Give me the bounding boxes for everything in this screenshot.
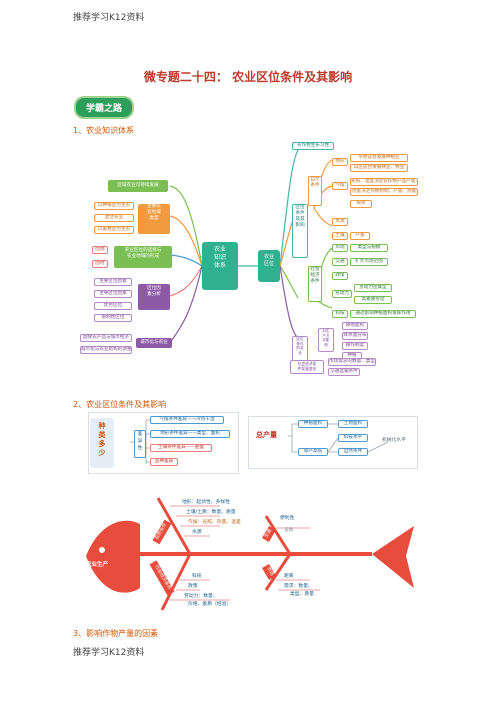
socio-item-1: 科技: [192, 574, 202, 579]
node-choice-1: 因地: [92, 246, 108, 254]
section-3-heading: 3、影响作物产量的因素: [73, 629, 159, 638]
node-factor-1: 主要区位因素: [94, 278, 132, 286]
market-item-2: 需求：数量、: [284, 584, 313, 589]
change-leaf-5: 市场需求的数量、类型: [328, 358, 376, 366]
page-header: 推荐学习K12资料: [73, 13, 145, 23]
diff-row-1: 气候条件差异——冷热干湿: [150, 416, 224, 424]
node-type-1: 以种植业为主的: [94, 202, 134, 210]
soc-v-4a: 劳动力密集型: [354, 284, 392, 292]
nat-item-3: 气候：光照、热量、温差: [188, 520, 241, 525]
nat-k-5: 土壤: [332, 232, 348, 240]
mindmap: 区域农业可持续发展 以种植业为主的 混合农业 以畜牧业为主的 主要农 业地域 类…: [80, 138, 418, 362]
page-footer: 推荐学习K12资料: [73, 648, 145, 658]
node-farm-types: 主要农 业地域 类型: [138, 204, 170, 234]
soc-v-2: 扩大市场范围: [350, 258, 388, 266]
diff-row-4: 品种差异: [150, 458, 178, 466]
change-leaf-2: 降水量分布: [342, 332, 368, 340]
yield-right-3: 自然条件: [338, 448, 368, 456]
node-social: 社会 经济 条件: [308, 266, 322, 302]
diagram-yield: 种 类 多 少 差 异 性 气候条件差异——冷热干湿 地形条件差异——类型、面积…: [88, 412, 418, 474]
market-item-1: 距离: [284, 574, 294, 579]
yield-mid-1: 种植面积: [298, 420, 328, 428]
yield-mid-2: 单产高低: [298, 448, 328, 456]
socio-item-4: 价格、素质（经验）: [188, 602, 232, 607]
nat-v-2b: 热量决定作物熟制、产量、热能: [350, 188, 418, 196]
nat-v-2a: 光照、温度决定农作物产品产量、品质: [350, 178, 418, 186]
nat-item-4: 水源: [192, 530, 202, 535]
node-sustainable: 区域农业可持续发展: [108, 180, 168, 192]
soc-k-2: 交通: [332, 258, 348, 266]
node-crop-habit: 农作物生长习性: [292, 142, 334, 150]
fishbone-shape: [86, 497, 414, 611]
nat-v-1a: 平原适合发展种植业: [350, 154, 408, 162]
node-change: 区位 条件 的变 化: [292, 336, 308, 362]
nat-item-2: 土壤/土质：数量、质量: [186, 510, 236, 515]
section-1-heading: 1、农业知识体系: [73, 126, 135, 135]
nat-k-4: 水源: [332, 218, 348, 226]
diagram-yield-lines: [88, 412, 418, 474]
node-factor-3: 优势区位: [94, 302, 132, 310]
node-natural: 自然 条件: [308, 176, 322, 206]
yield-right-1: 土地面积: [338, 420, 368, 428]
nat-v-5: 产量: [350, 232, 370, 240]
nat-k-2: 气候: [332, 182, 348, 190]
nat-v-3: 限水: [350, 200, 372, 208]
node-choice: 农业区位的选择与 农业地域的形成: [114, 246, 172, 268]
section-2-heading: 2、农业区位条件及其影响: [73, 400, 167, 409]
species-label: 种 类 多 少: [90, 418, 114, 468]
market-item-3: 类型、质量: [290, 592, 314, 597]
node-type-3: 以畜牧业为主的: [94, 226, 134, 234]
node-urban-1: 副食农产品与城市经济: [80, 334, 132, 342]
fish-head-label: 农业生产: [86, 562, 109, 568]
page-title: 微专题二十四： 农业区位条件及其影响: [143, 70, 353, 84]
yield-right-2: 科技水平: [338, 434, 368, 442]
node-type-2: 混合农业: [94, 214, 134, 222]
section-badge: 学霸之路: [74, 96, 135, 119]
nat-v-1b: 山区适合发展林业、牧业: [350, 164, 408, 172]
node-factor-4: 限制性区位: [94, 314, 132, 322]
change-leaf-1: 耕地面积: [342, 322, 368, 330]
change-k-1: 对生 产方 式影 响: [318, 328, 334, 352]
node-hub: 农业 区位: [258, 250, 280, 282]
machine-label: 机械化水平: [382, 438, 406, 443]
node-factors: 区位因 素分析: [138, 284, 170, 310]
diff-row-3: 土壤条件差异——肥瘦: [150, 444, 212, 452]
soc-k-1: 市场: [332, 244, 348, 252]
soc-v-4b: 高素质劳动: [354, 296, 392, 304]
node-urban: 城市化与农业: [136, 338, 172, 348]
soc-v-1: 类型与规模: [350, 244, 388, 252]
diff-label: 差 异 性: [134, 430, 146, 458]
soc-k-5: 科技: [332, 310, 348, 318]
socio-item-3: 劳动力：数量、: [184, 594, 218, 599]
nat-k-1: 地形: [332, 158, 348, 166]
node-conditions: 区位 条件 及其 影响: [292, 204, 308, 258]
change-k-2: 社会经济条 件发展变化: [290, 360, 324, 374]
node-urban-2: 城市化与农业结构的调整: [80, 346, 132, 354]
soc-k-3: 政策: [332, 272, 348, 280]
nat-item-1: 地形：起伏性、多样性: [182, 500, 230, 505]
total-yield: 总产量: [256, 431, 277, 439]
soc-k-4: 劳动力: [332, 290, 352, 298]
traffic-item-2: 道路: [284, 528, 294, 533]
node-factor-2: 主导区位因素: [94, 290, 132, 298]
soc-v-5: 通过影响种植面积发挥作用: [350, 310, 416, 318]
fishbone-diagram: 农业生产 自然条件 社会经济条件 交通 市场 地形：起伏性、多样性 土壤/土质：…: [80, 476, 416, 616]
node-choice-2: 因时: [92, 260, 108, 268]
socio-item-2: 政策: [188, 584, 198, 589]
traffic-item-1: 便利性: [280, 516, 295, 521]
change-leaf-3: 耕作制度: [342, 342, 368, 350]
diff-row-2: 地形条件差异——类型、面积: [150, 430, 230, 438]
change-leaf-6: 交通运输条件: [328, 368, 360, 376]
node-center: 农业 知识 体系: [202, 242, 238, 290]
